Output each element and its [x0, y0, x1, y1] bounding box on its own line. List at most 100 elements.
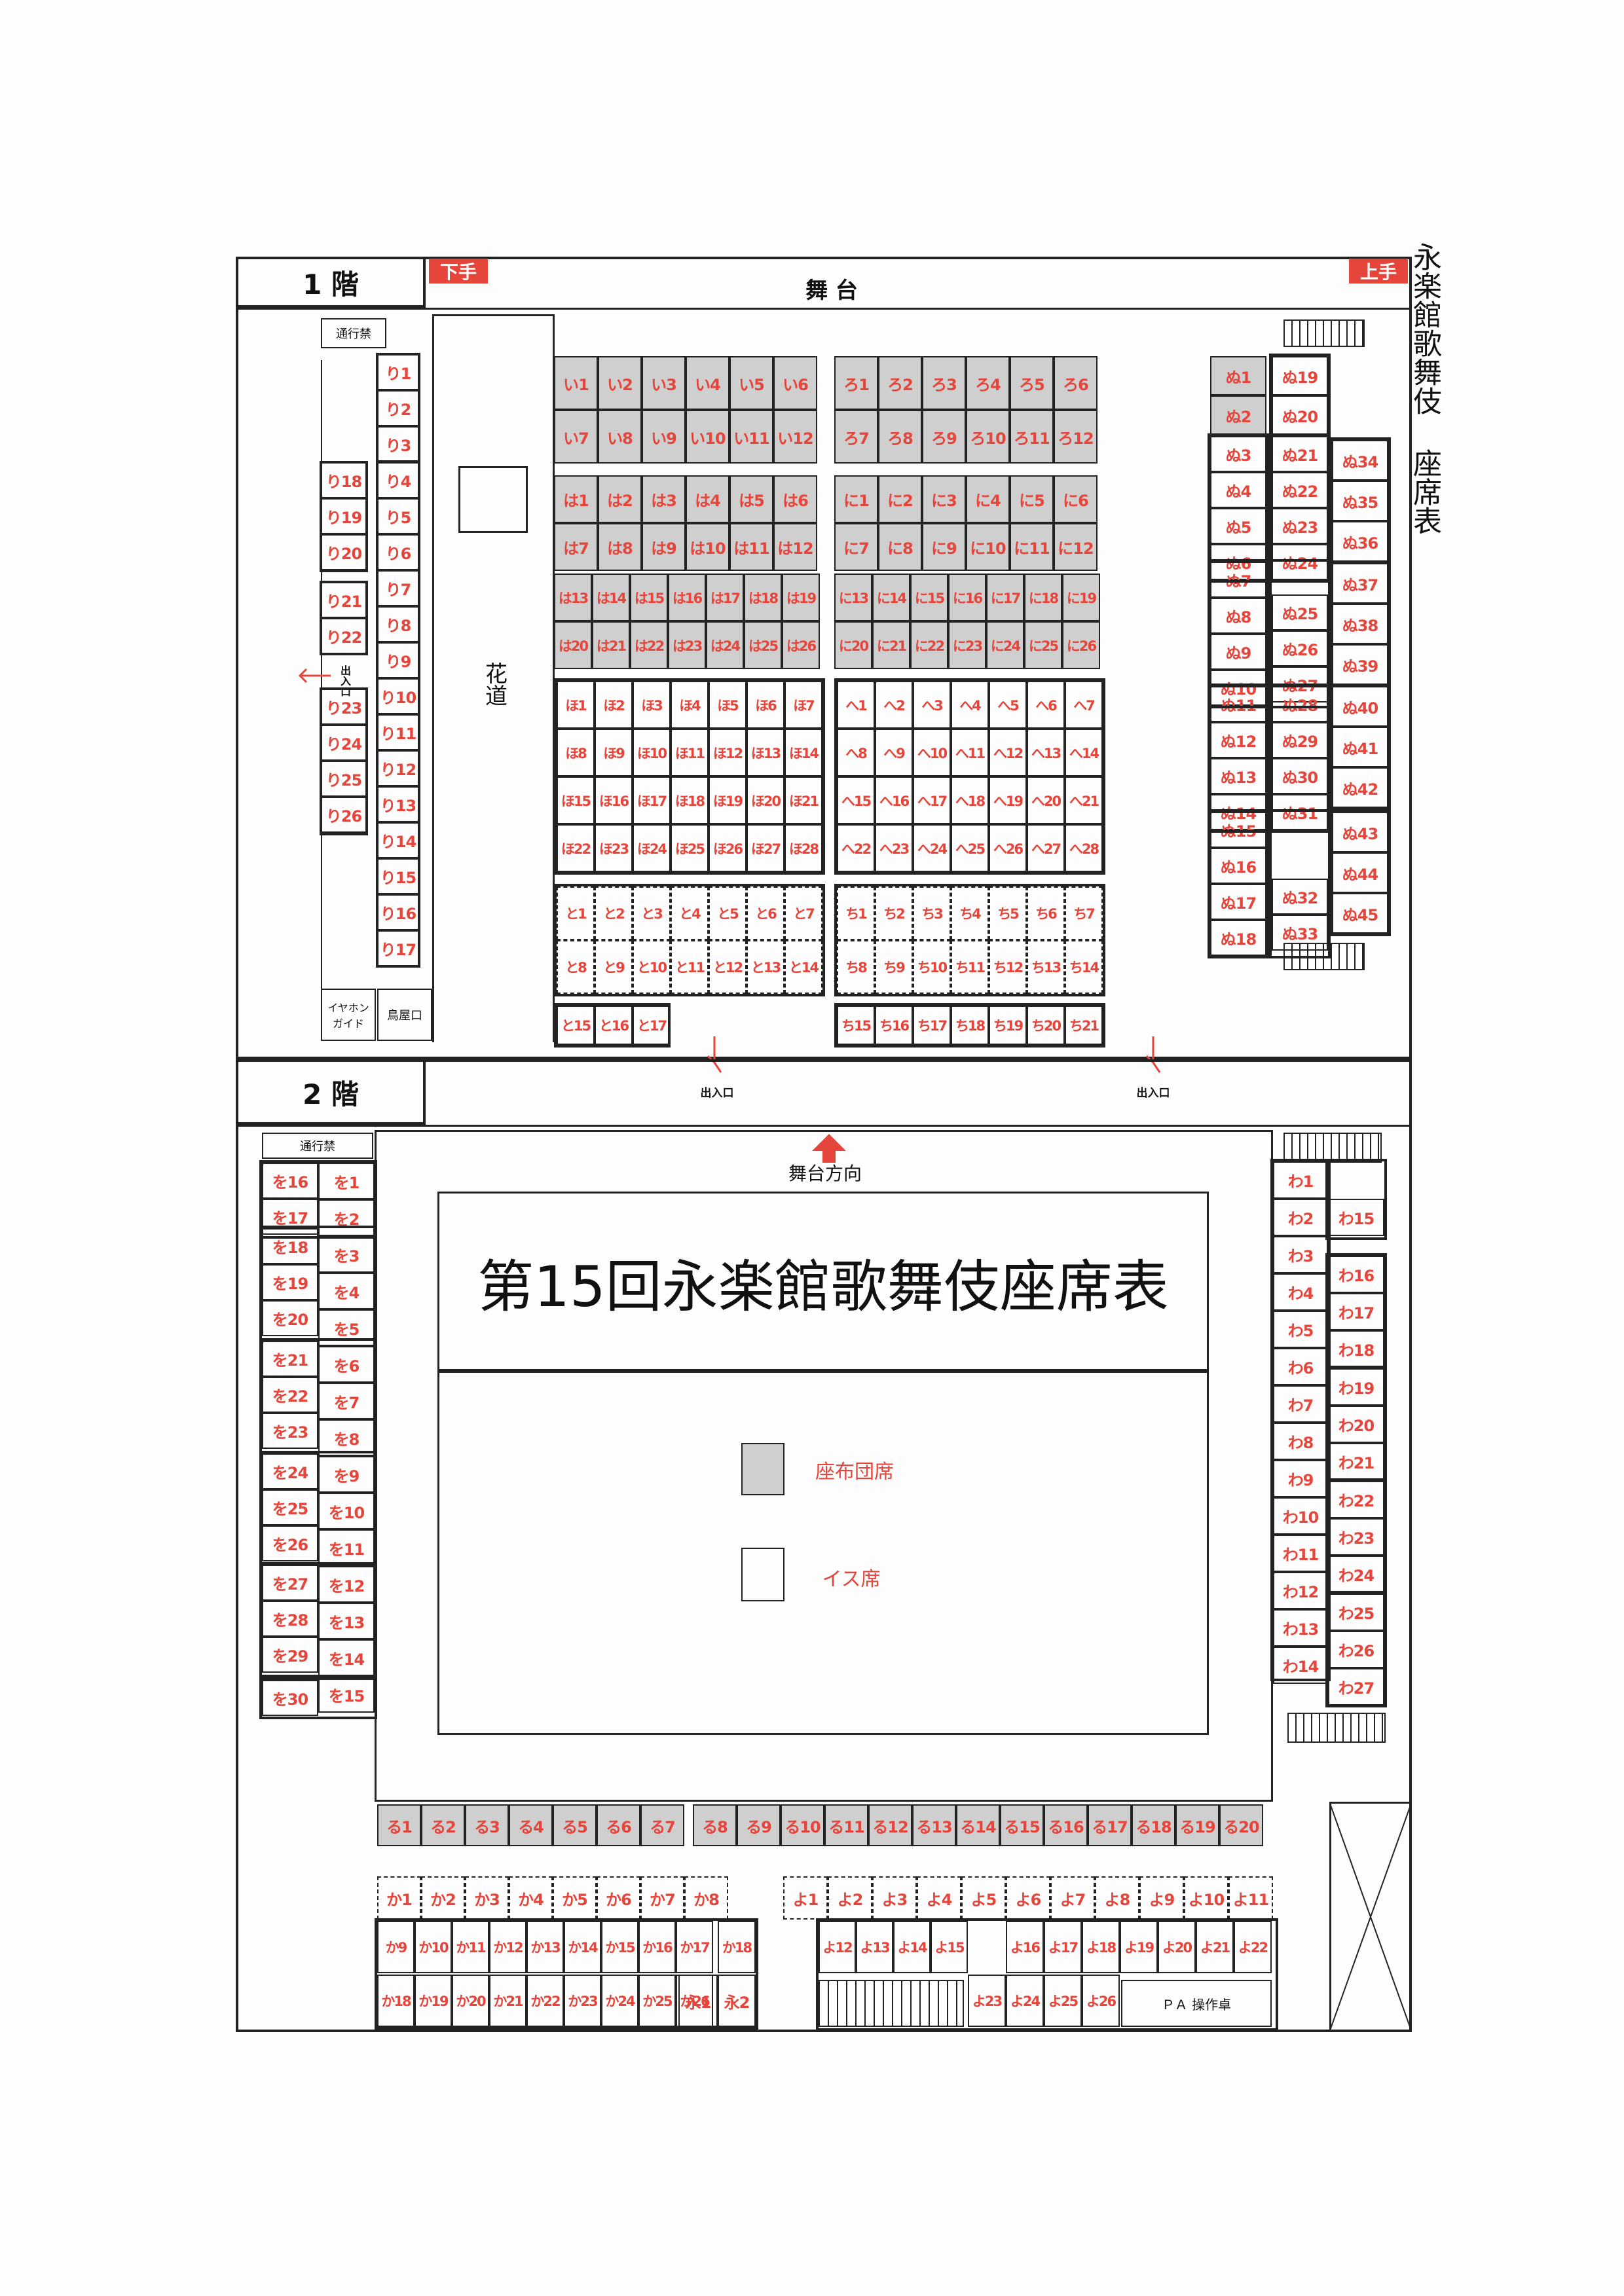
- seat[interactable]: ち7: [1065, 886, 1103, 940]
- seat[interactable]: り14: [377, 822, 419, 858]
- seat[interactable]: ち1: [837, 886, 875, 940]
- seat[interactable]: へ5: [989, 681, 1027, 729]
- seat[interactable]: へ22: [837, 824, 875, 872]
- seat[interactable]: よ6: [1006, 1876, 1050, 1920]
- seat[interactable]: に12: [1054, 523, 1098, 571]
- seat[interactable]: に9: [922, 523, 966, 571]
- seat[interactable]: と8: [557, 940, 595, 994]
- seat[interactable]: か20: [452, 1975, 489, 2027]
- seat[interactable]: ほ24: [633, 824, 671, 872]
- seat[interactable]: を2: [318, 1199, 375, 1236]
- seat[interactable]: ぬ4: [1210, 472, 1266, 508]
- seat[interactable]: い10: [686, 410, 729, 464]
- seat[interactable]: を6: [318, 1346, 375, 1383]
- seat[interactable]: ほ25: [671, 824, 709, 872]
- seat[interactable]: へ16: [875, 776, 913, 824]
- seat[interactable]: は21: [592, 621, 630, 669]
- seat[interactable]: に7: [834, 523, 878, 571]
- seat[interactable]: る20: [1219, 1804, 1263, 1846]
- seat[interactable]: よ24: [1006, 1975, 1044, 2027]
- seat[interactable]: ほ23: [595, 824, 633, 872]
- seat[interactable]: い4: [686, 356, 729, 410]
- seat[interactable]: よ3: [872, 1876, 917, 1920]
- seat[interactable]: わ20: [1328, 1406, 1384, 1443]
- seat[interactable]: ほ17: [633, 776, 671, 824]
- seat[interactable]: ろ11: [1010, 410, 1054, 464]
- seat[interactable]: へ7: [1065, 681, 1103, 729]
- seat[interactable]: に21: [872, 621, 910, 669]
- seat[interactable]: わ26: [1328, 1631, 1384, 1668]
- seat[interactable]: ろ3: [922, 356, 966, 410]
- seat[interactable]: は4: [686, 475, 729, 523]
- seat[interactable]: よ9: [1139, 1876, 1184, 1920]
- seat[interactable]: は7: [554, 523, 598, 571]
- seat[interactable]: か25: [638, 1975, 676, 2027]
- seat[interactable]: か12: [489, 1921, 526, 1973]
- seat[interactable]: ぬ33: [1272, 915, 1328, 951]
- seat[interactable]: ほ20: [747, 776, 784, 824]
- seat[interactable]: に23: [948, 621, 986, 669]
- seat[interactable]: か10: [415, 1921, 452, 1973]
- seat[interactable]: ほ2: [595, 681, 633, 729]
- seat[interactable]: へ17: [913, 776, 951, 824]
- seat[interactable]: へ1: [837, 681, 875, 729]
- seat[interactable]: は14: [592, 574, 630, 621]
- seat[interactable]: か22: [526, 1975, 564, 2027]
- seat[interactable]: る6: [597, 1804, 640, 1846]
- seat[interactable]: は18: [744, 574, 782, 621]
- seat[interactable]: い2: [598, 356, 642, 410]
- seat[interactable]: い5: [729, 356, 773, 410]
- seat[interactable]: は26: [782, 621, 820, 669]
- seat[interactable]: ぬ35: [1332, 481, 1388, 521]
- seat[interactable]: に2: [878, 475, 922, 523]
- seat[interactable]: を19: [262, 1264, 318, 1300]
- seat[interactable]: わ7: [1273, 1385, 1328, 1423]
- seat[interactable]: ち13: [1027, 940, 1065, 994]
- seat[interactable]: わ10: [1273, 1497, 1328, 1535]
- seat[interactable]: へ27: [1027, 824, 1065, 872]
- seat[interactable]: ほ5: [709, 681, 747, 729]
- seat[interactable]: わ16: [1328, 1256, 1384, 1293]
- seat[interactable]: へ14: [1065, 729, 1103, 776]
- seat[interactable]: へ23: [875, 824, 913, 872]
- seat[interactable]: は8: [598, 523, 642, 571]
- seat[interactable]: に6: [1054, 475, 1098, 523]
- seat[interactable]: に22: [910, 621, 948, 669]
- seat[interactable]: ろ5: [1010, 356, 1054, 410]
- seat[interactable]: ぬ43: [1332, 812, 1388, 852]
- seat[interactable]: を24: [262, 1453, 318, 1489]
- seat[interactable]: を15: [318, 1676, 375, 1713]
- seat[interactable]: か24: [601, 1975, 638, 2027]
- seat[interactable]: を26: [262, 1525, 318, 1561]
- seat[interactable]: と7: [784, 886, 822, 940]
- seat[interactable]: よ25: [1044, 1975, 1082, 2027]
- seat[interactable]: ほ1: [557, 681, 595, 729]
- seat[interactable]: ほ22: [557, 824, 595, 872]
- seat[interactable]: ほ18: [671, 776, 709, 824]
- seat[interactable]: ち14: [1065, 940, 1103, 994]
- seat[interactable]: る7: [640, 1804, 684, 1846]
- seat[interactable]: ぬ41: [1332, 727, 1388, 767]
- seat[interactable]: ほ19: [709, 776, 747, 824]
- seat[interactable]: と15: [557, 1006, 595, 1045]
- seat[interactable]: を22: [262, 1377, 318, 1413]
- seat[interactable]: に15: [910, 574, 948, 621]
- seat[interactable]: わ15: [1328, 1199, 1384, 1236]
- seat[interactable]: と4: [671, 886, 709, 940]
- seat[interactable]: と6: [747, 886, 784, 940]
- seat[interactable]: ぬ22: [1272, 472, 1328, 508]
- seat[interactable]: へ28: [1065, 824, 1103, 872]
- seat[interactable]: い6: [773, 356, 817, 410]
- seat[interactable]: に18: [1024, 574, 1062, 621]
- seat[interactable]: に11: [1010, 523, 1054, 571]
- seat[interactable]: ち5: [989, 886, 1027, 940]
- seat[interactable]: わ23: [1328, 1518, 1384, 1556]
- seat[interactable]: と12: [709, 940, 747, 994]
- seat[interactable]: ろ4: [966, 356, 1010, 410]
- seat[interactable]: よ14: [893, 1921, 931, 1973]
- seat[interactable]: ろ10: [966, 410, 1010, 464]
- seat[interactable]: を28: [262, 1601, 318, 1637]
- seat[interactable]: る16: [1044, 1804, 1088, 1846]
- seat[interactable]: ほ15: [557, 776, 595, 824]
- seat[interactable]: る11: [824, 1804, 868, 1846]
